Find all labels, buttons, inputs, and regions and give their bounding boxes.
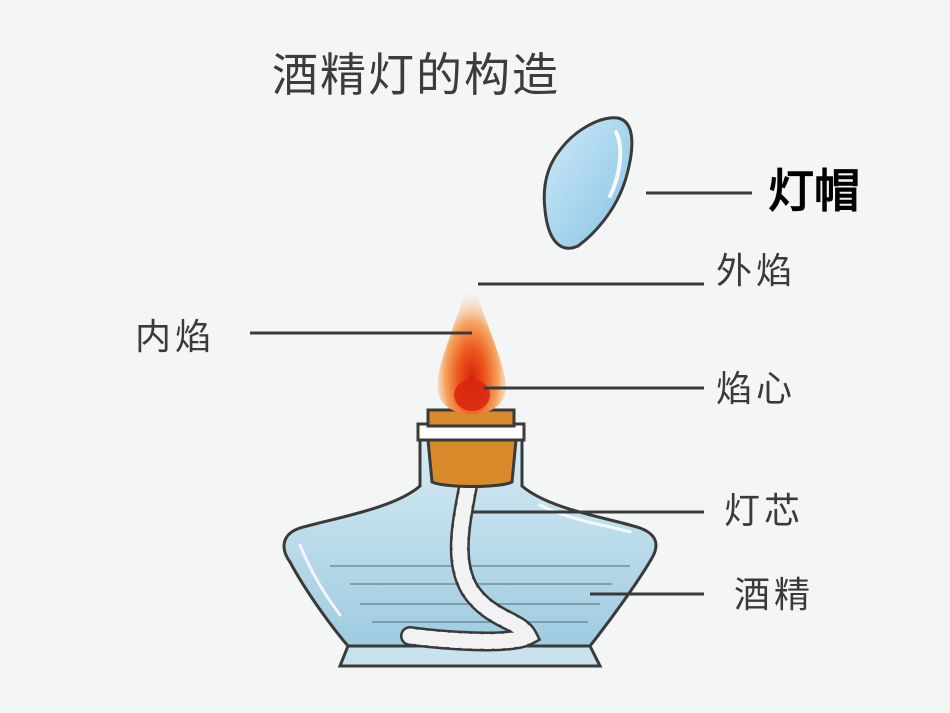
lamp-cap-highlight <box>608 130 623 198</box>
leader-lines <box>250 191 752 596</box>
flame-shape <box>437 270 507 414</box>
flame-core-shape <box>454 379 490 411</box>
lamp-cap-shape <box>542 116 634 250</box>
glass-highlights <box>298 503 632 617</box>
wick-holder-cylinder <box>426 438 518 488</box>
label-alcohol: 酒精 <box>734 575 815 616</box>
alcohol-surface-lines <box>330 565 630 623</box>
label-outer-flame: 外焰 <box>716 251 797 292</box>
label-inner-flame: 内焰 <box>135 317 216 358</box>
label-cap: 灯帽 <box>768 164 860 218</box>
label-wick: 灯芯 <box>724 491 805 532</box>
diagram-title: 酒精灯的构造 <box>272 48 560 102</box>
wick-rope-fill <box>402 478 538 649</box>
label-flame-core: 焰心 <box>716 369 797 410</box>
